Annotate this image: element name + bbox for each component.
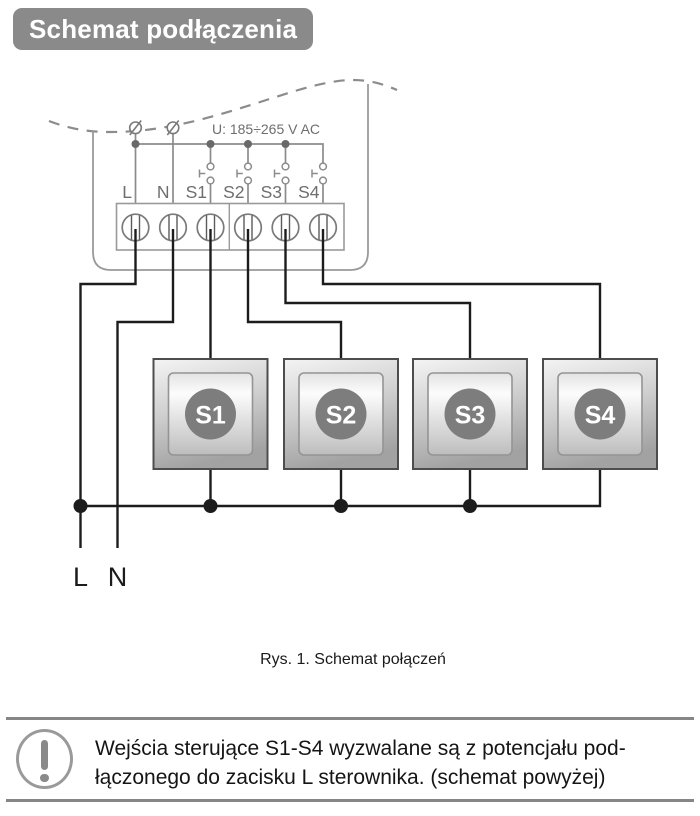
wire-return-bus	[80, 469, 602, 508]
terminal-block	[115, 202, 345, 251]
switch-box-label: S2	[326, 402, 357, 430]
page-title: Schemat podłączenia	[13, 8, 314, 50]
terminal-label-l: L	[122, 182, 132, 202]
phase-marker-icon	[128, 120, 143, 136]
terminal-label-n: N	[157, 182, 170, 202]
supply-label-n: N	[108, 562, 128, 592]
wire-s3	[284, 229, 472, 359]
note-line-1: Wejścia sterujące S1-S4 wyzwalane są z p…	[95, 737, 626, 760]
wiring-diagram: U: 185÷265 V AC L N S1	[48, 78, 658, 592]
terminal-label-s2: S2	[223, 182, 244, 202]
wire-s2	[246, 229, 343, 359]
terminal-label-s1: S1	[186, 182, 207, 202]
terminal-label-s3: S3	[261, 182, 282, 202]
switch-button	[185, 388, 236, 440]
junction-dot	[203, 499, 218, 513]
switch-box-label: S3	[455, 402, 486, 430]
voltage-range-label: U: 185÷265 V AC	[212, 121, 320, 137]
switch-button	[315, 388, 367, 440]
phase-marker-icon	[166, 120, 180, 136]
internal-junction-dots	[131, 140, 290, 148]
device-outline	[48, 78, 398, 271]
switch-button	[444, 388, 496, 440]
note-text: Wejścia sterujące S1-S4 wyzwalane są z p…	[95, 735, 695, 792]
switch-box-s4: S4	[542, 358, 658, 470]
note-divider-bottom	[6, 799, 694, 802]
junction-dot	[281, 140, 290, 148]
device-solid-edge	[92, 84, 369, 271]
junction-dot	[73, 499, 88, 513]
device-top-dashed-edge	[48, 78, 398, 134]
exclamation-dot	[40, 773, 49, 782]
note-divider-top	[6, 717, 694, 720]
note-line-2: łączonego do zacisku L sterownika. (sche…	[95, 765, 606, 789]
junction-dot	[131, 140, 140, 148]
junction-dot	[334, 499, 348, 513]
internal-bus	[135, 143, 324, 163]
pushbutton-symbol-icon	[198, 162, 215, 185]
pushbutton-symbols	[198, 162, 328, 185]
figure-caption: Rys. 1. Schemat połączeń	[260, 651, 446, 668]
external-junction-dots	[73, 499, 477, 513]
switch-button	[574, 388, 626, 440]
wire-n	[116, 229, 175, 548]
pushbutton-symbol-icon	[236, 162, 253, 185]
switch-box-label: S4	[585, 402, 616, 430]
junction-dot	[206, 140, 215, 148]
switch-box-s2: S2	[283, 358, 399, 470]
phase-marker-icons	[128, 120, 180, 136]
supply-label-l: L	[73, 562, 88, 592]
terminal-label-s4: S4	[298, 182, 320, 202]
exclamation-bar	[41, 740, 48, 770]
junction-dot	[463, 499, 477, 513]
pushbutton-symbol-icon	[311, 162, 328, 185]
supply-labels: L N	[73, 562, 127, 592]
junction-dot	[244, 140, 252, 148]
page-title-text: Schemat podłączenia	[29, 14, 298, 44]
terminal-labels: L N S1 S2 S3 S4	[122, 182, 320, 202]
switch-box-label: S1	[195, 402, 226, 430]
wire-l	[79, 229, 137, 548]
wire-s4	[321, 229, 602, 359]
pushbutton-symbol-icon	[273, 162, 290, 185]
switch-box-s1: S1	[152, 358, 269, 470]
switch-box-s3: S3	[412, 358, 528, 470]
exclamation-icon	[16, 729, 73, 789]
